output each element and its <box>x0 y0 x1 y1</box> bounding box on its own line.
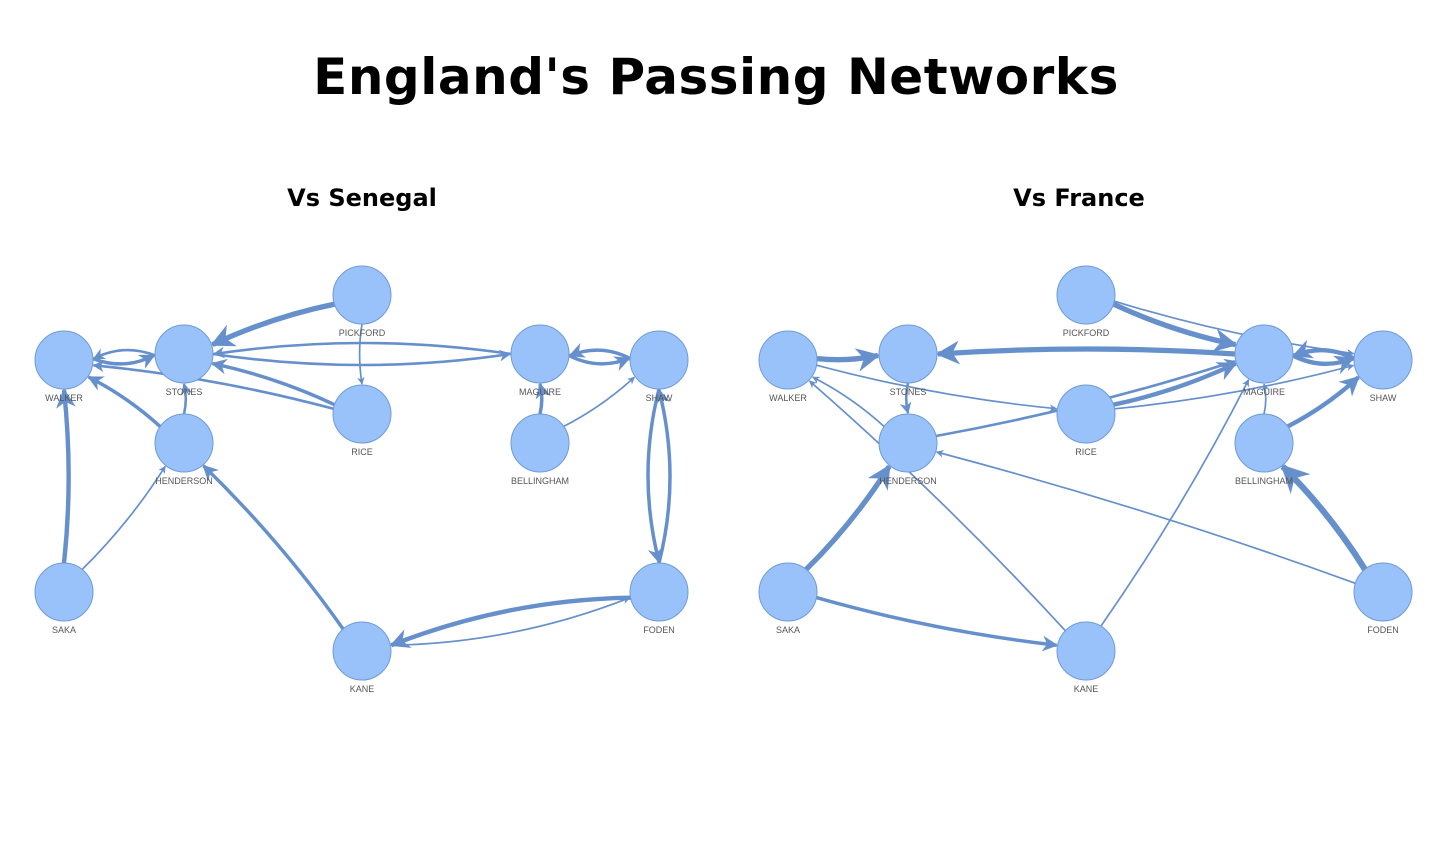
pass-edge-stones-to-maguire <box>212 349 512 367</box>
player-node-pickford[interactable] <box>1056 265 1116 325</box>
pass-edge-walker-to-rice <box>816 364 1058 412</box>
player-node-saka[interactable] <box>34 562 94 622</box>
player-node-stones[interactable] <box>154 324 214 384</box>
pass-edge-saka-to-kane <box>815 595 1059 652</box>
pass-edge-saka-to-walker <box>56 388 76 564</box>
pass-edge-pickford-to-rice <box>357 323 365 385</box>
player-node-maguire[interactable] <box>510 324 570 384</box>
player-node-foden[interactable] <box>1353 562 1413 622</box>
pass-edge-kane-to-walker <box>808 380 1066 632</box>
player-node-saka[interactable] <box>758 562 818 622</box>
player-label-pickford: PICKFORD <box>339 328 386 338</box>
player-label-kane: KANE <box>1074 684 1099 694</box>
player-label-rice: RICE <box>1075 447 1097 457</box>
player-node-bellingham[interactable] <box>1234 413 1294 473</box>
pass-edge-foden-to-kane <box>389 595 631 648</box>
pass-edge-shaw-to-maguire <box>1292 339 1356 361</box>
player-node-rice[interactable] <box>332 384 392 444</box>
player-label-rice: RICE <box>351 447 373 457</box>
panel-title-senegal: Vs Senegal <box>287 184 437 212</box>
pass-edge-shaw-to-maguire <box>568 343 631 361</box>
pass-edge-kane-to-henderson <box>202 464 345 631</box>
network-senegal: PICKFORD WALKER STONES MAGUIRE SHAW RICE HENDE… <box>34 265 689 694</box>
player-node-kane[interactable] <box>1056 621 1116 681</box>
player-label-shaw: SHAW <box>646 393 673 403</box>
player-node-rice[interactable] <box>1056 384 1116 444</box>
pass-edge-bellingham-to-maguire <box>535 382 551 415</box>
pass-edge-bellingham-to-shaw <box>563 376 635 428</box>
pass-edge-foden-to-henderson <box>935 450 1356 585</box>
pass-edge-pickford-to-stones <box>210 301 336 348</box>
player-node-foden[interactable] <box>629 562 689 622</box>
pass-edge-bellingham-to-shaw <box>1286 375 1360 429</box>
player-label-maguire: MAGUIRE <box>1243 387 1285 397</box>
player-node-henderson[interactable] <box>878 413 938 473</box>
player-label-walker: WALKER <box>769 393 807 403</box>
player-node-henderson[interactable] <box>154 413 214 473</box>
player-node-bellingham[interactable] <box>510 413 570 473</box>
player-node-shaw[interactable] <box>629 330 689 390</box>
pass-edge-maguire-to-stones <box>212 341 512 359</box>
pass-edge-maguire-to-shaw <box>1291 353 1355 375</box>
pass-edge-rice-to-maguire <box>1113 361 1238 407</box>
pass-edge-rice-to-walker <box>92 360 334 411</box>
player-label-stones: STONES <box>890 387 927 397</box>
pass-edge-kane-to-foden <box>390 596 631 647</box>
pass-edge-henderson-to-walker <box>87 375 162 428</box>
pass-edge-walker-to-stones <box>92 353 156 369</box>
player-node-stones[interactable] <box>878 324 938 384</box>
player-label-bellingham: BELLINGHAM <box>511 476 569 486</box>
network-france: PICKFORD WALKER STONES MAGUIRE SHAW RICE HENDE… <box>758 265 1413 694</box>
player-node-walker[interactable] <box>34 330 94 390</box>
pass-edge-shaw-to-foden <box>646 388 664 564</box>
pass-edge-henderson-to-stones <box>180 382 193 415</box>
pass-edge-bellingham-to-maguire <box>1261 383 1270 415</box>
player-label-henderson: HENDERSON <box>155 476 213 486</box>
player-label-pickford: PICKFORD <box>1063 328 1110 338</box>
player-node-pickford[interactable] <box>332 265 392 325</box>
pass-edge-saka-to-henderson <box>804 464 892 572</box>
pass-edge-foden-to-shaw <box>654 388 672 564</box>
player-label-bellingham: BELLINGHAM <box>1235 476 1293 486</box>
pass-edge-walker-to-stones <box>816 348 881 372</box>
pass-edge-kane-to-maguire <box>1100 379 1250 627</box>
player-label-saka: SAKA <box>776 625 800 635</box>
player-label-foden: FODEN <box>643 625 675 635</box>
panel-title-france: Vs France <box>1013 184 1145 212</box>
player-label-walker: WALKER <box>45 393 83 403</box>
player-node-maguire[interactable] <box>1234 324 1294 384</box>
pass-edge-stones-to-walker <box>92 348 156 360</box>
player-label-henderson: HENDERSON <box>879 476 937 486</box>
pass-edge-henderson-to-walker <box>812 376 885 428</box>
player-label-saka: SAKA <box>52 625 76 635</box>
player-label-foden: FODEN <box>1367 625 1399 635</box>
pass-edge-pickford-to-maguire <box>1112 301 1238 352</box>
player-label-shaw: SHAW <box>1370 393 1397 403</box>
player-node-walker[interactable] <box>758 330 818 390</box>
pass-edge-stones-to-henderson <box>899 382 912 415</box>
page-title: England's Passing Networks <box>313 48 1119 106</box>
pass-edge-rice-to-shaw <box>1114 363 1355 410</box>
pass-edge-maguire-to-shaw <box>568 353 631 371</box>
pass-edge-rice-to-stones <box>210 358 336 407</box>
player-label-stones: STONES <box>166 387 203 397</box>
pass-edge-saka-to-henderson <box>81 465 166 571</box>
pass-edge-maguire-to-stones <box>935 340 1236 365</box>
player-node-kane[interactable] <box>332 621 392 681</box>
player-label-maguire: MAGUIRE <box>519 387 561 397</box>
pass-edge-foden-to-bellingham <box>1280 464 1368 571</box>
player-label-kane: KANE <box>350 684 375 694</box>
player-node-shaw[interactable] <box>1353 330 1413 390</box>
